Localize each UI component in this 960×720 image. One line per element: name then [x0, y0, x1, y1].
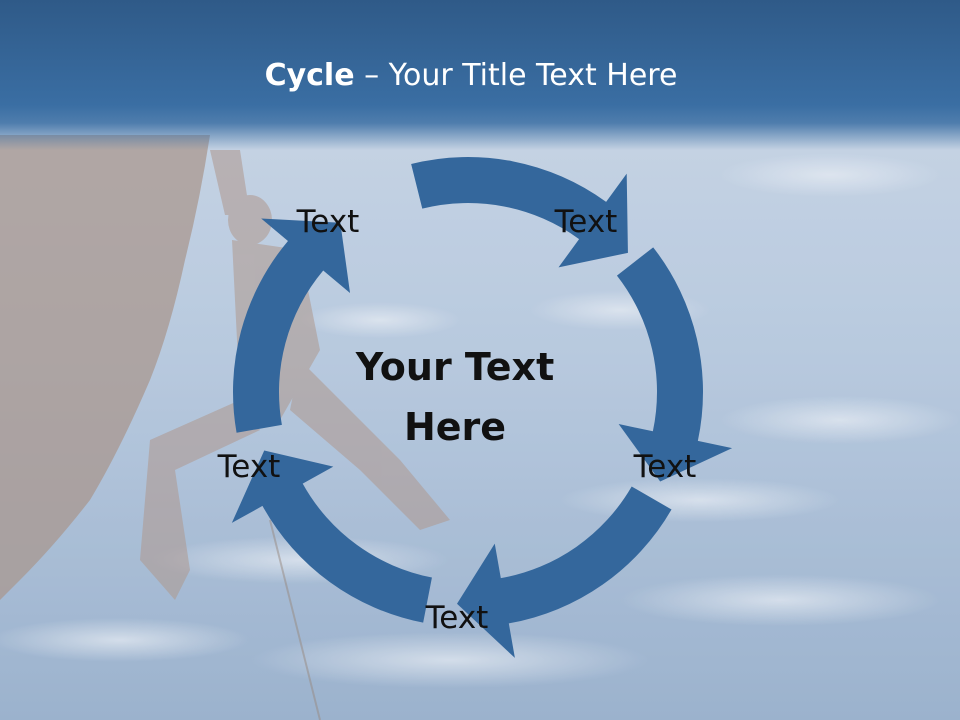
node-label-right: Text: [633, 449, 697, 485]
slide-title: Cycle – Your Title Text Here: [0, 56, 942, 96]
center-label-line1: Your Text: [355, 345, 554, 389]
title-rest-part: – Your Title Text Here: [354, 58, 678, 93]
node-label-top-left: Text: [296, 204, 360, 240]
rock-cliff: [0, 135, 210, 600]
climbing-rope: [269, 519, 321, 720]
title-bold-part: Cycle: [264, 58, 355, 93]
arrow-left: [233, 218, 351, 433]
center-label-line2: Here: [404, 405, 506, 449]
cycle-arrows: [231, 157, 733, 658]
title-bar: [0, 0, 960, 150]
node-label-bottom: Text: [425, 600, 489, 636]
arrow-top: [411, 157, 628, 268]
arrow-right: [616, 247, 733, 482]
node-label-left: Text: [217, 449, 281, 485]
node-label-top-right: Text: [554, 204, 618, 240]
arrow-bottom-left: [231, 450, 432, 623]
arrow-bottom-right: [457, 486, 672, 658]
